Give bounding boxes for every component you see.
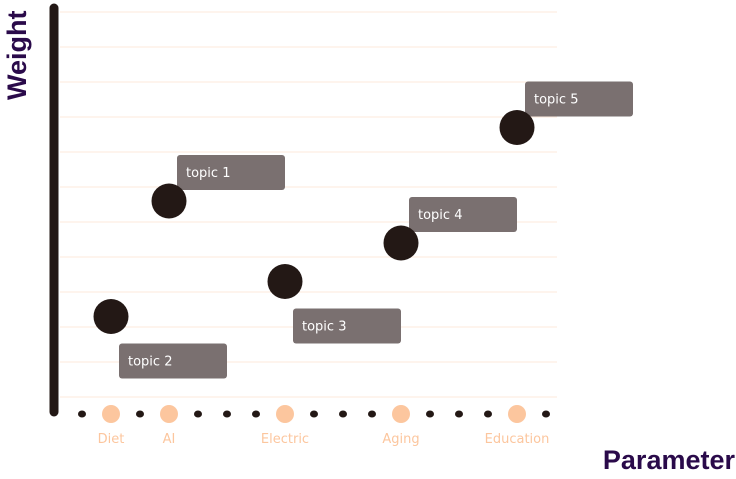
- axis-dot: [136, 410, 144, 418]
- data-label: topic 4: [418, 208, 462, 223]
- x-tick-label: Education: [485, 432, 550, 447]
- x-tick-label: Diet: [98, 432, 125, 447]
- x-tick-label: Electric: [261, 432, 309, 447]
- x-axis-label: Parameter: [603, 445, 736, 475]
- data-point: [499, 110, 535, 145]
- axis-dot: [484, 410, 492, 418]
- axis-dot: [368, 410, 376, 418]
- data-label-box: [409, 197, 517, 232]
- data-label-box: [293, 308, 401, 344]
- category-marker: [102, 405, 120, 423]
- data-label-box: [525, 81, 633, 117]
- axis-dot: [310, 410, 318, 418]
- data-point: [267, 264, 303, 299]
- data-label-box: [119, 343, 227, 379]
- data-point-group: topic 2: [93, 299, 227, 379]
- data-point: [383, 225, 419, 261]
- category-marker: [392, 405, 410, 423]
- axis-dot: [339, 410, 347, 418]
- data-label: topic 5: [534, 93, 578, 108]
- data-point: [151, 183, 187, 219]
- y-axis-label: Weight: [2, 11, 32, 101]
- data-label: topic 3: [302, 320, 346, 335]
- data-label: topic 2: [128, 355, 172, 370]
- axis-dot: [455, 410, 463, 418]
- category-marker: [508, 405, 526, 423]
- data-point-group: topic 3: [267, 264, 401, 344]
- x-tick-labels: Diet AI Electric Aging Education: [98, 432, 550, 447]
- axis-dot: [542, 410, 550, 418]
- data-points: topic 2 topic 1 topic 3 topic 4 topic 5: [93, 81, 633, 379]
- axis-dot: [78, 410, 86, 418]
- data-point-group: topic 5: [499, 81, 633, 145]
- axis-dot: [194, 410, 202, 418]
- axis-dot: [426, 410, 434, 418]
- category-marker: [160, 405, 178, 423]
- data-point-group: topic 4: [383, 197, 517, 261]
- data-label: topic 1: [186, 166, 230, 181]
- data-point-group: topic 1: [151, 155, 285, 219]
- x-axis-dots: [78, 405, 550, 423]
- data-point: [93, 299, 129, 334]
- axis-dot: [252, 410, 260, 418]
- x-tick-label: AI: [163, 432, 176, 447]
- category-marker: [276, 405, 294, 423]
- x-tick-label: Aging: [382, 432, 419, 447]
- data-label-box: [177, 155, 285, 190]
- axis-dot: [223, 410, 231, 418]
